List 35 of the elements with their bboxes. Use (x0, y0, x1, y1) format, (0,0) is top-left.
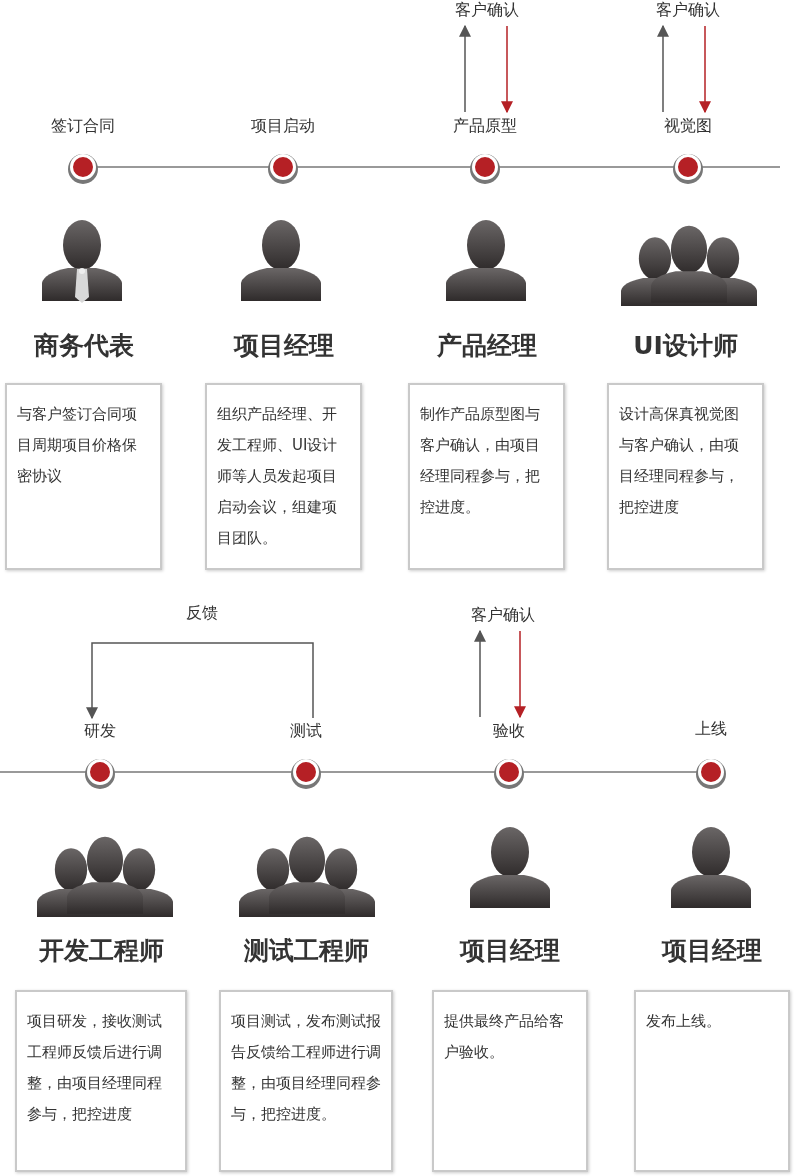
role-title: 项目经理 (233, 330, 334, 362)
edge-label: 反馈 (183, 603, 221, 623)
milestone-label: 项目启动 (251, 116, 315, 136)
description-text: 发布上线。 (646, 1011, 722, 1032)
arrow (514, 630, 526, 719)
milestone-label: 测试 (290, 721, 322, 741)
arrow (699, 25, 711, 114)
milestone-label: 视觉图 (664, 116, 712, 136)
arrow (459, 24, 471, 113)
milestone-label: 签订合同 (51, 116, 115, 136)
description-text: 提供最终产品给客户验收。 (444, 1011, 565, 1063)
description-text: 项目测试，发布测试报告反馈给工程师进行调整，由项目经理同程参与，把控进度。 (231, 1011, 381, 1125)
milestone-label: 上线 (695, 719, 727, 739)
milestone-label: 验收 (493, 721, 525, 741)
arrow (86, 642, 314, 720)
milestone-label: 客户确认 (471, 605, 535, 624)
arrow (501, 25, 513, 114)
arrow (474, 629, 486, 718)
milestone-label: 研发 (84, 721, 116, 741)
role-title: 项目经理 (460, 935, 560, 967)
role-title: 商务代表 (33, 330, 134, 362)
role-title: 开发工程师 (38, 935, 164, 967)
description-text: 项目研发，接收测试工程师反馈后进行调整，由项目经理同程参与，把控进度 (27, 1011, 163, 1125)
arrow (657, 24, 669, 113)
description-text: 制作产品原型图与客户确认，由项目经理同程参与，把控进度。 (420, 404, 541, 518)
description-text: 设计高保真视觉图与客户确认，由项目经理同程参与，把控进度 (619, 404, 740, 518)
description-text: 组织产品经理、开发工程师、UI设计师等人员发起项目启动会议，组建项目团队。 (217, 404, 339, 549)
role-title: UI设计师 (633, 330, 738, 362)
role-title: 产品经理 (436, 330, 537, 362)
role-title: 项目经理 (662, 935, 762, 967)
milestone-label: 产品原型 (453, 116, 517, 136)
milestone-label: 客户确认 (656, 0, 720, 19)
milestone-label: 客户确认 (455, 0, 519, 19)
role-title: 测试工程师 (243, 935, 369, 967)
description-text: 与客户签订合同项目周期项目价格保密协议 (17, 404, 138, 487)
